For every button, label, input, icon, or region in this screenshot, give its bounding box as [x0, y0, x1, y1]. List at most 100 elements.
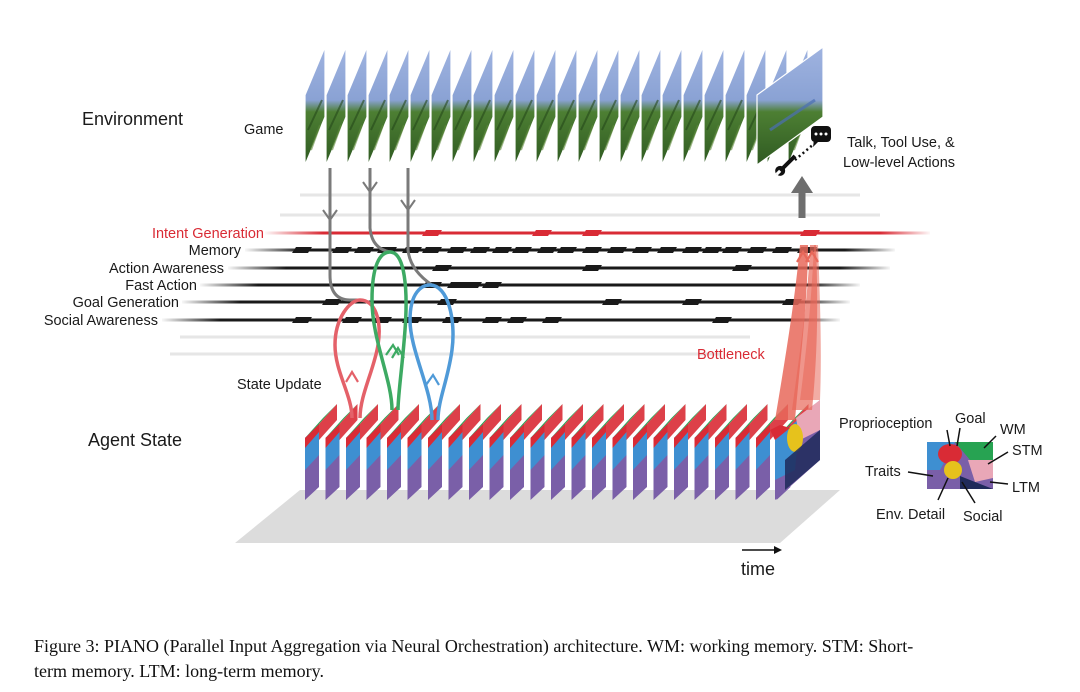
game-frame-current: [756, 45, 824, 167]
state-frame: [571, 404, 604, 500]
faded-lines: [170, 193, 880, 356]
game-frame: [493, 46, 515, 166]
module-block: [582, 247, 602, 253]
time-arrow: [742, 546, 782, 554]
module-label-4: Goal Generation: [73, 295, 179, 311]
state-frame: [448, 404, 481, 500]
game-frame: [325, 46, 347, 166]
game-frame: [346, 46, 368, 166]
bottleneck-funnel: [775, 245, 821, 420]
module-block: [657, 247, 677, 253]
state-frame: [510, 404, 542, 500]
module-block: [492, 247, 512, 253]
output-arrow: [791, 176, 813, 218]
agent-state-label: Agent State: [88, 430, 182, 450]
module-block: [462, 282, 482, 288]
wrench-icon: [775, 154, 797, 176]
state-update-loops: [333, 250, 455, 421]
module-block: [532, 230, 552, 236]
state-frame: [305, 404, 337, 500]
game-frames: [304, 45, 824, 167]
state-frame: [428, 404, 460, 500]
module-block: [447, 247, 467, 253]
module-block: [512, 247, 532, 253]
blue-loop: [408, 283, 455, 421]
module-block: [292, 317, 312, 323]
state-frame: [346, 404, 378, 500]
module-block: [607, 247, 627, 253]
loop-arrowheads: [345, 342, 440, 386]
funnel-arrowheads: [796, 249, 819, 263]
bottleneck-label: Bottleneck: [697, 347, 765, 363]
game-frame: [619, 46, 641, 166]
state-leader-lines: [907, 427, 1009, 504]
time-label: time: [741, 559, 775, 579]
module-label-2: Action Awareness: [109, 261, 224, 277]
traits-label: Traits: [865, 464, 901, 480]
caption-line2: term memory. LTM: long-term memory.: [34, 661, 324, 681]
gray-arrowheads: [322, 181, 416, 222]
module-label-5: Social Awareness: [44, 313, 158, 329]
module-block: [342, 317, 362, 323]
state-frame: [653, 404, 686, 500]
module-block: [722, 247, 742, 253]
module-label-3: Fast Action: [125, 278, 197, 294]
module-block: [332, 247, 352, 253]
state-frame: [489, 404, 522, 500]
module-block: [747, 247, 767, 253]
state-frame: [551, 404, 583, 500]
module-block: [682, 299, 702, 305]
state-update-label: State Update: [237, 377, 322, 393]
module-block: [482, 282, 502, 288]
module-block: [422, 230, 442, 236]
game-frame: [472, 46, 494, 166]
caption-line1: Figure 3: PIANO (Parallel Input Aggregat…: [34, 636, 913, 657]
module-block: [632, 247, 652, 253]
state-frame-current: [770, 400, 820, 500]
module-block: [322, 299, 342, 305]
wm-label: WM: [1000, 422, 1026, 438]
module-block: [432, 265, 452, 271]
module-block: [447, 282, 467, 288]
module-block: [702, 247, 722, 253]
module-block: [582, 265, 602, 271]
state-frame: [366, 404, 399, 500]
state-frame: [715, 404, 747, 500]
module-block: [507, 317, 527, 323]
game-frame: [724, 46, 746, 166]
game-frame: [367, 46, 389, 166]
module-block: [800, 230, 820, 236]
game-label: Game: [244, 122, 284, 138]
game-frame: [388, 46, 410, 166]
game-frame: [409, 46, 431, 166]
game-frame: [661, 46, 683, 166]
module-label-0: Intent Generation: [152, 226, 264, 242]
module-block: [712, 317, 732, 323]
game-frame: [598, 46, 620, 166]
state-frame: [469, 404, 501, 500]
state-frame: [612, 404, 645, 500]
stm-label: STM: [1012, 443, 1043, 459]
module-block: [582, 230, 602, 236]
state-frame: [633, 404, 665, 500]
state-frame: [674, 404, 706, 500]
module-block: [354, 247, 374, 253]
module-block: [482, 317, 502, 323]
red-loop: [333, 298, 381, 419]
game-frame: [640, 46, 662, 166]
state-components-map: [927, 442, 993, 489]
module-block: [292, 247, 312, 253]
game-frame: [556, 46, 578, 166]
game-frame: [430, 46, 452, 166]
output-label-line1: Talk, Tool Use, &: [847, 135, 955, 151]
game-frame: [304, 46, 326, 166]
module-block: [470, 247, 490, 253]
module-block: [602, 299, 622, 305]
module-block: [537, 247, 557, 253]
output-label-line2: Low-level Actions: [843, 155, 955, 171]
chat-bubble-icon: [811, 126, 831, 147]
ltm-label: LTM: [1012, 480, 1040, 496]
module-block: [557, 247, 577, 253]
